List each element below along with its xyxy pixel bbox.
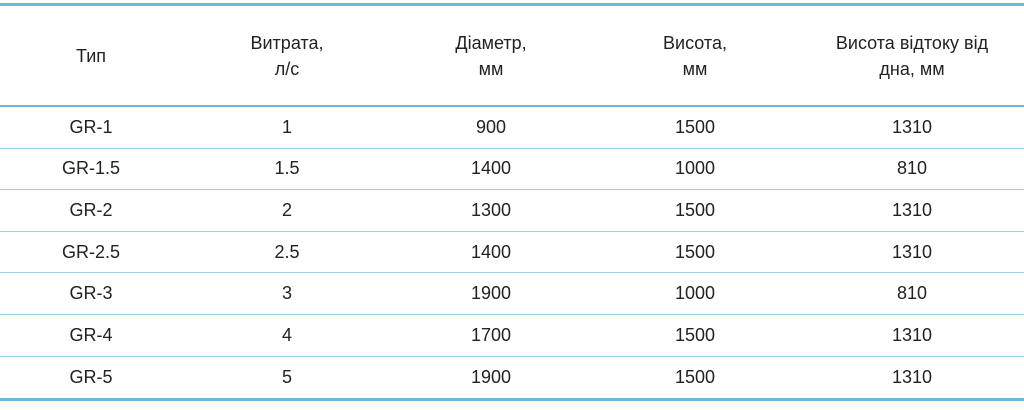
cell-type: GR-2.5 <box>61 241 121 262</box>
cell-diameter: 1700 <box>470 324 512 345</box>
cell-type: GR-5 <box>69 366 113 387</box>
table-row: GR-2.5 2.5 1400 1500 1310 <box>0 232 1024 274</box>
header-type: Тип <box>75 45 106 66</box>
cell-height: 1500 <box>674 241 716 262</box>
cell-diameter: 1900 <box>470 283 512 304</box>
cell-diameter: 1300 <box>470 199 512 220</box>
header-outlet-height: Висота відтоку від дна, мм <box>835 32 989 79</box>
cell-outlet-height: 1310 <box>891 116 933 137</box>
table-body: GR-1 1 900 1500 1310 GR-1.5 1.5 1400 100… <box>0 107 1024 398</box>
cell-type: GR-3 <box>69 283 113 304</box>
cell-height: 1500 <box>674 366 716 387</box>
cell-diameter: 1400 <box>470 158 512 179</box>
cell-flow-rate: 1.5 <box>274 158 300 179</box>
cell-height: 1500 <box>674 324 716 345</box>
header-height: Висота, мм <box>663 32 727 79</box>
cell-diameter: 1900 <box>470 366 512 387</box>
table-row: GR-5 5 1900 1500 1310 <box>0 357 1024 399</box>
cell-flow-rate: 2.5 <box>274 241 300 262</box>
cell-outlet-height: 810 <box>896 158 928 179</box>
cell-outlet-height: 1310 <box>891 324 933 345</box>
table-top-rule <box>0 3 1024 6</box>
cell-diameter: 900 <box>475 116 507 137</box>
cell-diameter: 1400 <box>470 241 512 262</box>
table-row: GR-3 3 1900 1000 810 <box>0 273 1024 315</box>
cell-outlet-height: 810 <box>896 283 928 304</box>
cell-height: 1500 <box>674 199 716 220</box>
cell-outlet-height: 1310 <box>891 366 933 387</box>
header-rule <box>0 105 1024 107</box>
cell-height: 1000 <box>674 158 716 179</box>
table-row: GR-1 1 900 1500 1310 <box>0 107 1024 149</box>
header-diameter: Діаметр, мм <box>455 32 527 79</box>
cell-flow-rate: 2 <box>281 199 292 220</box>
cell-outlet-height: 1310 <box>891 241 933 262</box>
table-header: Тип Витрата, л/с Діаметр, мм Висота, мм … <box>0 6 1024 105</box>
cell-type: GR-1.5 <box>61 158 121 179</box>
cell-flow-rate: 3 <box>281 283 292 304</box>
cell-flow-rate: 1 <box>281 116 292 137</box>
table-bottom-rule <box>0 398 1024 401</box>
cell-flow-rate: 4 <box>281 324 292 345</box>
cell-flow-rate: 5 <box>281 366 292 387</box>
cell-type: GR-1 <box>69 116 113 137</box>
cell-outlet-height: 1310 <box>891 199 933 220</box>
cell-type: GR-4 <box>69 324 113 345</box>
header-flow-rate: Витрата, л/с <box>250 32 324 79</box>
cell-height: 1000 <box>674 283 716 304</box>
table-row: GR-1.5 1.5 1400 1000 810 <box>0 149 1024 191</box>
cell-type: GR-2 <box>69 199 113 220</box>
table-row: GR-4 4 1700 1500 1310 <box>0 315 1024 357</box>
table-row: GR-2 2 1300 1500 1310 <box>0 190 1024 232</box>
cell-height: 1500 <box>674 116 716 137</box>
